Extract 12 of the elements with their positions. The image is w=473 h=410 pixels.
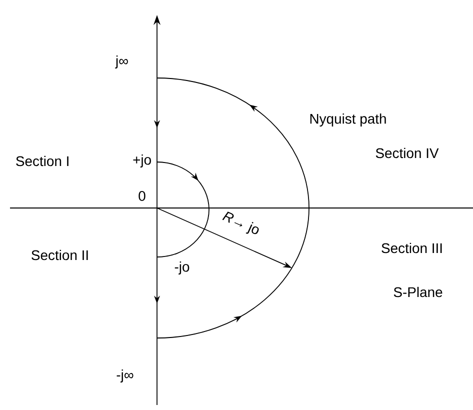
axis-label: -jo <box>174 262 190 274</box>
axis-label: j∞ <box>115 56 128 68</box>
region-label: Section I <box>16 156 68 166</box>
radius-label: R→ jo <box>222 212 259 234</box>
region-label: Section IV <box>376 148 439 158</box>
axis-label: +jo <box>133 154 151 168</box>
plane-label: S-Plane <box>394 286 442 298</box>
axis-label: -j∞ <box>116 370 134 382</box>
region-label: Section III <box>382 242 442 254</box>
region-label: Section II <box>32 250 88 260</box>
curve-label: Nyquist path <box>310 114 386 126</box>
origin-label: 0 <box>138 191 146 201</box>
